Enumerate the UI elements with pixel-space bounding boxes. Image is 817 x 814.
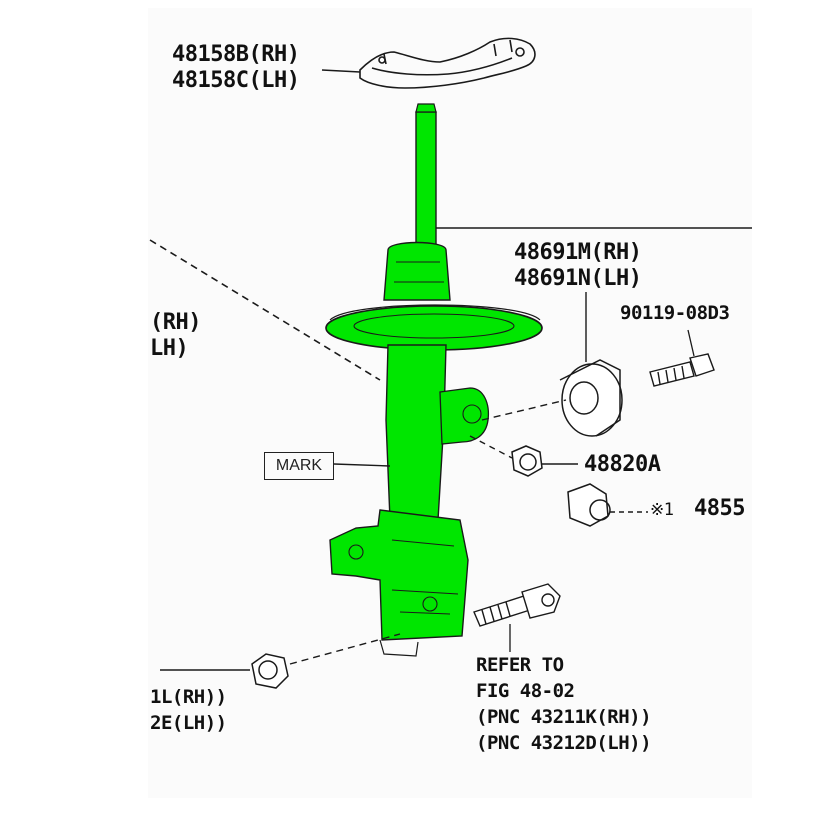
dashed-nut-48820a xyxy=(469,435,513,459)
lower-nut[interactable] xyxy=(251,653,289,689)
knuckle-bolt[interactable] xyxy=(473,583,561,627)
stabilizer-bracket xyxy=(439,387,490,445)
dashed-line-upper-left xyxy=(149,239,381,381)
label-left-partial-lh: LH) xyxy=(150,336,189,361)
leader-upper-mount xyxy=(321,69,361,73)
label-mount-rh: 48158B(RH) xyxy=(172,42,300,67)
label-refer-2: FIG 48-02 xyxy=(476,680,575,702)
mark-callout: MARK xyxy=(264,452,334,480)
dust-boot xyxy=(383,241,451,301)
label-bottom-left-rh: 1L(RH)) xyxy=(150,686,227,708)
dashed-bushing-to-strut xyxy=(481,399,567,421)
spring-seat xyxy=(325,305,543,351)
bushing-48691[interactable] xyxy=(559,359,623,437)
strut-tube xyxy=(385,344,447,521)
label-nut-4855-prefix: ※1 xyxy=(650,500,674,520)
label-refer-1: REFER TO xyxy=(476,654,564,676)
label-nut-4855: 4855 xyxy=(694,496,745,521)
label-refer-4: (PNC 43212D(LH)) xyxy=(476,732,652,754)
label-mount-lh: 48158C(LH) xyxy=(172,68,300,93)
dashed-lower-nut xyxy=(289,633,401,665)
bolt-90119[interactable] xyxy=(649,353,715,387)
label-nut-48820a: 48820A xyxy=(584,452,661,477)
label-bushing-lh: 48691N(LH) xyxy=(514,266,642,291)
nut-4855[interactable] xyxy=(567,483,611,527)
upper-mount-bracket[interactable] xyxy=(359,37,536,89)
label-refer-3: (PNC 43211K(RH)) xyxy=(476,706,652,728)
label-bolt-90119: 90119-08D3 xyxy=(620,302,730,324)
leader-mark xyxy=(333,463,391,467)
label-left-partial-rh: (RH) xyxy=(150,310,201,335)
knuckle-bracket xyxy=(329,509,469,641)
piston-rod xyxy=(415,111,437,263)
label-bottom-left-lh: 2E(LH)) xyxy=(150,712,227,734)
nut-48820a[interactable] xyxy=(511,445,543,477)
strut-assembly[interactable] xyxy=(325,103,543,657)
leader-bolt-90119 xyxy=(687,329,695,357)
label-bushing-rh: 48691M(RH) xyxy=(514,240,642,265)
